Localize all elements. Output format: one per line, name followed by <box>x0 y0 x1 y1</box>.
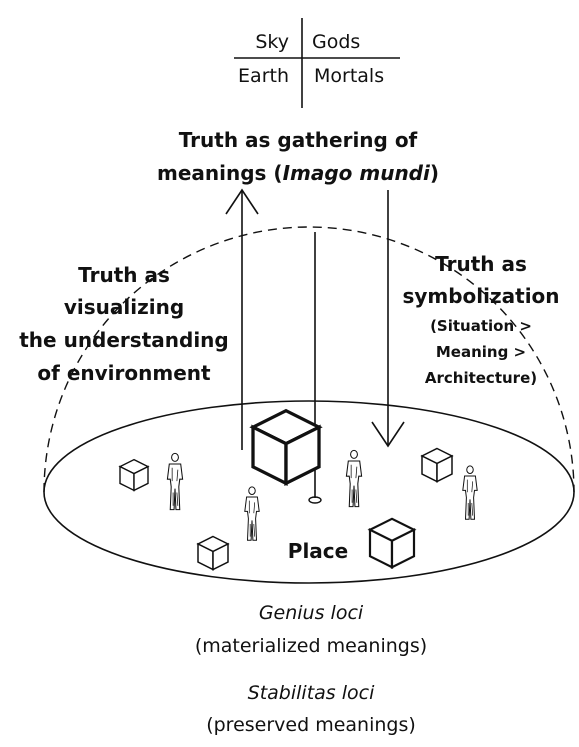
truth-visualizing-line4: of environment <box>37 361 211 385</box>
truth-visualizing-line2: visualizing <box>64 295 184 319</box>
place-label: Place <box>288 539 348 563</box>
cube-large-center <box>251 409 321 485</box>
truth-symbolization-line4: Meaning > <box>436 343 526 361</box>
central-axis-base <box>308 496 322 504</box>
fourfold-gods: Gods <box>312 31 360 53</box>
cube-small-left <box>119 458 149 492</box>
genius-loci-name: Genius loci <box>259 602 364 624</box>
arrow-up <box>225 188 259 450</box>
fourfold-cross: Sky Gods Earth Mortals <box>234 18 400 108</box>
cube-small-bottom-left <box>197 535 229 571</box>
truth-symbolization-block: Truth as symbolization (Situation > Mean… <box>402 252 559 387</box>
arrow-up-head <box>225 188 259 215</box>
truth-symbolization-line2: symbolization <box>402 284 559 308</box>
truth-gathering-line2: meanings (Imago mundi) <box>157 161 439 185</box>
human-figure-left <box>166 452 184 511</box>
truth-visualizing-line3: the understanding <box>19 328 228 352</box>
truth-visualizing-line1: Truth as <box>78 263 170 287</box>
truth-gathering-line2-prefix: meanings ( <box>157 161 283 185</box>
truth-gathering-line2-suffix: ) <box>430 161 439 185</box>
truth-symbolization-line3: (Situation > <box>430 317 532 335</box>
truth-symbolization-line5: Architecture) <box>425 369 537 387</box>
human-figure-right <box>462 465 478 520</box>
fourfold-mortals: Mortals <box>314 65 384 87</box>
cube-medium-bottom-right <box>368 517 416 569</box>
fourfold-sky: Sky <box>255 31 289 53</box>
truth-gathering-line2-italic: Imago mundi <box>283 161 431 185</box>
arrow-down <box>371 190 405 448</box>
truth-visualizing-block: Truth as visualizing the understanding o… <box>19 263 228 385</box>
human-figure-center-left <box>244 486 260 541</box>
stabilitas-loci-name: Stabilitas loci <box>248 682 375 704</box>
truth-gathering-line1: Truth as gathering of <box>179 128 418 152</box>
truth-symbolization-line1: Truth as <box>435 252 527 276</box>
cube-small-right <box>421 447 453 483</box>
genius-loci-description: (materialized meanings) <box>195 635 427 657</box>
fourfold-earth: Earth <box>238 65 289 87</box>
truth-gathering-heading: Truth as gathering of meanings (Imago mu… <box>157 128 439 185</box>
ground-ellipse <box>43 400 575 584</box>
human-figure-center-right <box>345 449 363 508</box>
arrow-down-head <box>371 421 405 448</box>
stabilitas-loci-description: (preserved meanings) <box>206 714 416 736</box>
